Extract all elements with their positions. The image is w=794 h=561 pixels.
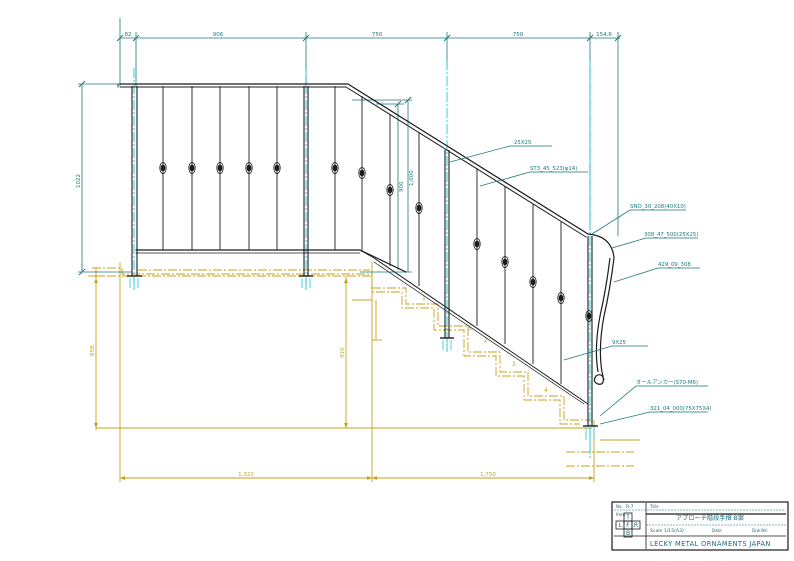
- end-scroll: [593, 257, 615, 385]
- ornament: [386, 184, 394, 196]
- top-dimension-ticks: [116, 34, 622, 42]
- step-number: 3: [512, 361, 516, 368]
- title-block-no-label: No.: [616, 504, 623, 509]
- view-letter: L: [618, 522, 622, 529]
- post-base-plates: [127, 275, 598, 427]
- ornament: [501, 256, 509, 268]
- callout-label: 9X25: [612, 340, 626, 346]
- left-dimension-ticks: [78, 80, 412, 276]
- step-number: 1: [422, 295, 426, 302]
- title-block-title-label: Title: [649, 504, 659, 509]
- ornament: [245, 162, 253, 174]
- title-block-item-label: Item: [616, 512, 625, 517]
- callout-label: ST3_45_523(φ14): [530, 166, 577, 172]
- view-symbol: [615, 512, 641, 538]
- anchor-markers: [129, 278, 595, 444]
- dimension-label: 906: [213, 32, 224, 38]
- ornament: [557, 292, 565, 304]
- floor-arrows: [94, 278, 594, 480]
- view-letter: R: [634, 522, 638, 529]
- title-block-drawn-by: Drw.Wri: [752, 528, 767, 533]
- title-block-drawing-code: R-7: [626, 504, 634, 510]
- lower-height-label: 858: [90, 345, 96, 356]
- bottom-dimension-labels: 1,322 1,750: [238, 472, 496, 478]
- stair-outline: [92, 267, 590, 425]
- ornament: [188, 162, 196, 174]
- post-centerlines: [133, 60, 591, 460]
- callout-labels: 25X25 ST3_45_523(φ14) SNO_30_208(40X10) …: [514, 140, 712, 412]
- ornament: [331, 162, 339, 174]
- callout-label: 321_04_000(75X75X4): [650, 406, 712, 412]
- railing-frame: [117, 83, 615, 405]
- callout-label: オールアンカー(S70-M6): [636, 379, 698, 386]
- view-letter: F: [626, 522, 630, 529]
- ornament: [358, 167, 366, 179]
- company-name: LECKY METAL ORNAMENTS JAPAN: [650, 540, 771, 548]
- callout-label: 429_09_308: [658, 262, 691, 268]
- ornament: [159, 162, 167, 174]
- title-block-date: Date: [712, 528, 722, 533]
- ornament: [473, 238, 481, 250]
- dimension-label: 154.6: [596, 32, 612, 38]
- dimension-label: 1,750: [480, 472, 496, 478]
- callout-leaders: [449, 145, 708, 425]
- title-block-title: アプローチ階段手摺 B案: [676, 514, 745, 522]
- ornament: [529, 276, 537, 288]
- post-height-b-label: 1,000: [409, 170, 415, 186]
- ornament: [273, 162, 281, 174]
- callout-label: 25X25: [514, 140, 531, 146]
- posts: [131, 86, 593, 426]
- top-dimension-chain: [119, 18, 620, 236]
- ornament: [216, 162, 224, 174]
- callout-label: 308_47_500(25X25): [644, 232, 698, 238]
- step-numbers: 1 2 3 4 5: [422, 295, 548, 394]
- left-dimensions: [78, 83, 412, 273]
- dimension-label: 1,322: [238, 472, 254, 478]
- ornament: [585, 310, 593, 322]
- dimension-label: 750: [513, 32, 524, 38]
- ornament: [415, 202, 423, 214]
- step-number: 2: [484, 337, 488, 344]
- step-number: 5: [468, 325, 472, 332]
- vertical-dimension-labels: 1022 858 900 1,000 910: [76, 170, 415, 358]
- step-number: 4: [544, 387, 548, 394]
- dimension-label: 750: [372, 32, 383, 38]
- title-block-scale: Scale 1/15(A3): [650, 528, 684, 534]
- callout-label: SNO_30_208(40X10): [630, 204, 686, 210]
- baluster-ornaments: [159, 162, 593, 322]
- dimension-label: 82: [125, 32, 132, 38]
- rail-height-label: 1022: [76, 174, 82, 188]
- top-dimension-labels: 82 906 750 750 154.6: [125, 32, 613, 38]
- title-block: T L F R B No. R-7 Title Item アプローチ階段手摺 B…: [611, 501, 789, 551]
- view-letters: T L F R B: [618, 514, 638, 537]
- floor-lines: [88, 262, 640, 482]
- post-height-a-label: 900: [399, 181, 405, 192]
- floor-height-label: 910: [340, 347, 346, 358]
- view-letter: T: [625, 514, 630, 521]
- view-letter: B: [626, 530, 630, 537]
